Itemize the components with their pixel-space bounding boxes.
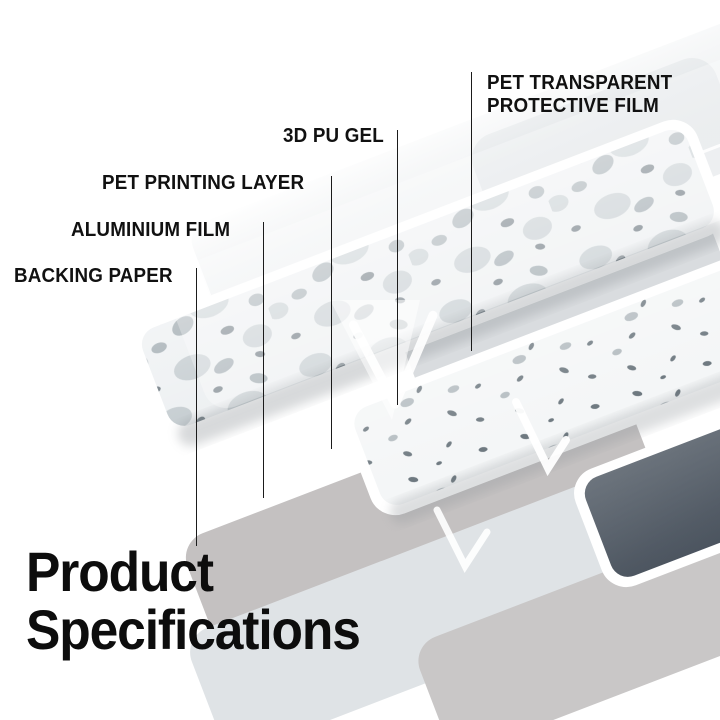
leader-line-3d-pu-gel — [397, 130, 399, 405]
upper-terrazzo-strip — [131, 119, 720, 436]
slate-strip — [574, 268, 720, 588]
callout-label-3d-pu-gel: 3D PU GEL — [283, 125, 384, 147]
page-title: Product Specifications — [26, 540, 361, 661]
leader-line-pet-printing-layer — [331, 176, 333, 449]
callout-label-aluminium-film: ALUMINIUM FILM — [71, 219, 231, 241]
tile-strip-stack — [131, 17, 720, 588]
v-accent-secondary — [512, 398, 570, 477]
callout-label-backing-paper: BACKING PAPER — [14, 265, 173, 287]
callout-label-pet-printing-layer: PET PRINTING LAYER — [102, 172, 305, 194]
callout-label-pet-transparent-protective-film: PET TRANSPARENT PROTECTIVE FILM — [487, 72, 673, 117]
leader-line-aluminium-film — [263, 222, 265, 498]
leader-line-backing-paper — [196, 268, 198, 546]
v-accent-tertiary — [433, 506, 491, 574]
leader-line-pet-transparent-protective-film — [471, 72, 473, 351]
